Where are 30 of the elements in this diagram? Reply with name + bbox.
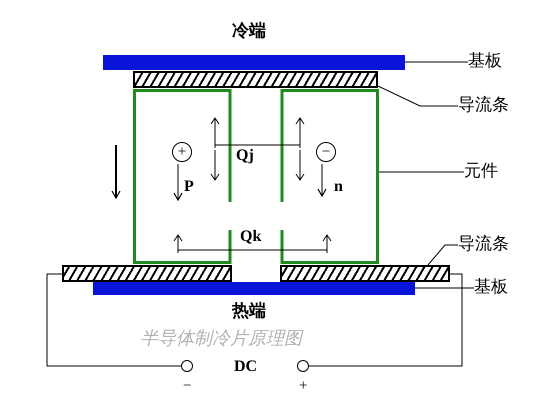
terminal-sign: − bbox=[183, 377, 192, 396]
part-label: 基板 bbox=[468, 50, 508, 74]
label: 冷端 bbox=[232, 20, 266, 42]
edge-label: Qj bbox=[236, 147, 254, 165]
element-box bbox=[133, 89, 233, 264]
label: DC bbox=[234, 357, 258, 377]
heat-flow-arrow bbox=[174, 234, 332, 254]
polarity-circle: − bbox=[316, 142, 336, 162]
element-box bbox=[279, 89, 379, 264]
substrate-plate bbox=[103, 55, 405, 70]
type-label: n bbox=[334, 177, 343, 197]
substrate-plate bbox=[93, 282, 415, 295]
type-label: P bbox=[184, 177, 194, 197]
edge-label: Qk bbox=[240, 228, 262, 246]
conductor-strip bbox=[133, 71, 378, 88]
conductor-strip bbox=[280, 265, 450, 282]
conductor-strip bbox=[62, 265, 232, 282]
wire bbox=[46, 274, 182, 366]
caption: 半导体制冷片原理图 bbox=[140, 327, 302, 349]
polarity-circle: + bbox=[172, 142, 192, 162]
part-label: 元件 bbox=[464, 160, 504, 184]
terminal-sign: + bbox=[299, 377, 308, 396]
heat-flow-arrow bbox=[210, 117, 304, 181]
part-label: 导流条 bbox=[458, 233, 518, 257]
label: 热端 bbox=[232, 300, 266, 322]
leader-line bbox=[428, 244, 458, 266]
part-label: 导流条 bbox=[458, 94, 518, 118]
wire bbox=[308, 274, 462, 366]
leader-line bbox=[378, 86, 458, 106]
part-label: 基板 bbox=[474, 276, 514, 300]
